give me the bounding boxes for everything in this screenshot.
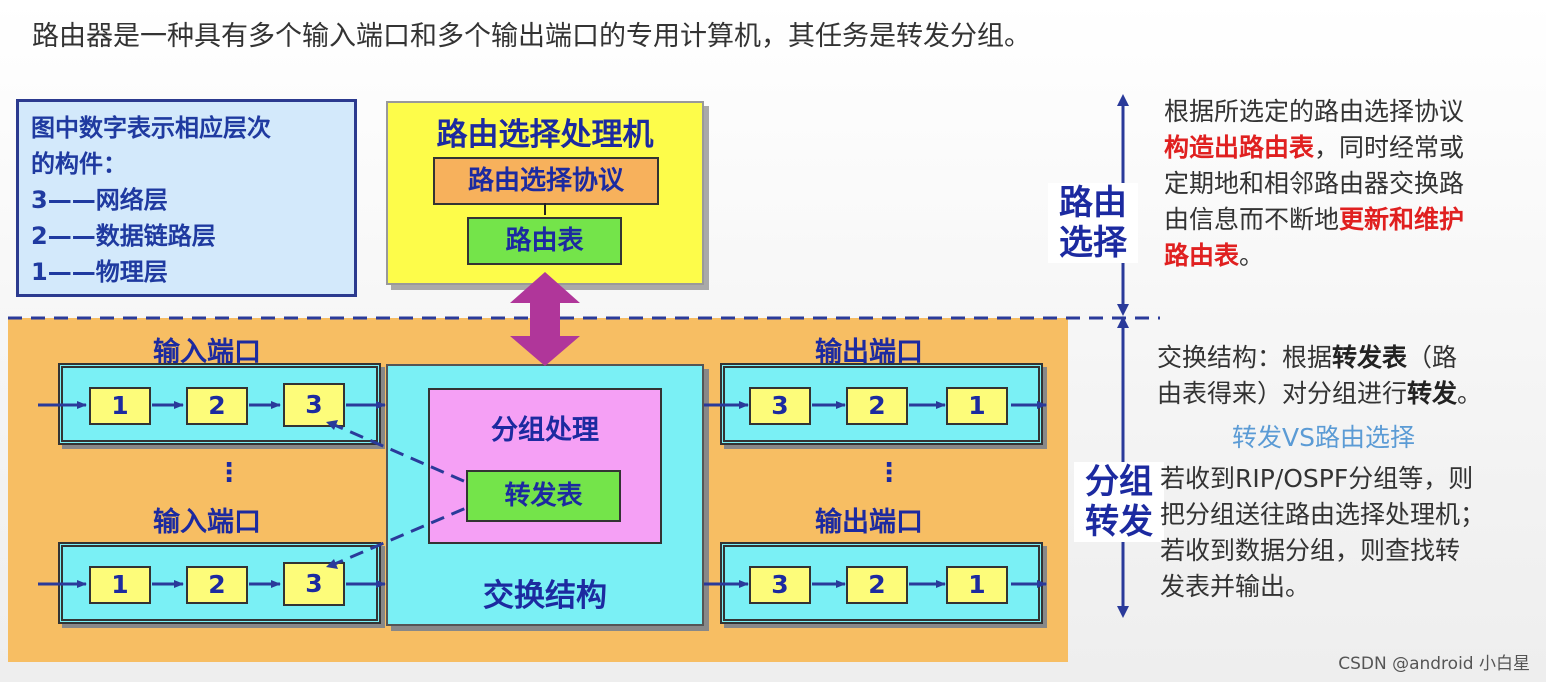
legend-line: 2——数据链路层 xyxy=(31,222,216,250)
layer-cell: 2 xyxy=(846,566,908,604)
routing-side-label-line: 选择 xyxy=(1059,223,1127,263)
bidirectional-arrow-icon xyxy=(510,272,580,366)
desc-highlight: 更新和维护 xyxy=(1339,205,1465,234)
desc-text: 。 xyxy=(1457,379,1483,408)
output-port-label: 输出端口 xyxy=(815,507,923,538)
output-port-bottom: 3 2 1 xyxy=(720,542,1043,624)
forwarding-vs-routing-label: 转发VS路由选择 xyxy=(1232,423,1415,452)
desc-text: 交换结构：根据 xyxy=(1157,343,1333,372)
desc-line: 若收到RIP/OSPF分组等，则 xyxy=(1160,464,1474,493)
routing-processor: 路由选择处理机 路由选择协议 路由表 xyxy=(386,101,704,285)
desc-line: 若收到数据分组，则查找转 xyxy=(1160,536,1461,565)
switch-fabric: 分组处理 转发表 交换结构 xyxy=(386,364,704,626)
desc-line: 发表并输出。 xyxy=(1160,572,1311,601)
legend-line: 3——网络层 xyxy=(31,186,168,214)
forwarding-table-box: 转发表 xyxy=(466,470,621,522)
input-port-label: 输入端口 xyxy=(153,337,261,368)
layer-cell: 3 xyxy=(283,383,345,427)
routing-table-box: 路由表 xyxy=(467,217,622,265)
layer-cell: 2 xyxy=(186,387,248,425)
desc-line: 由表得来）对分组进行转发。 xyxy=(1157,376,1537,412)
input-port-label: 输入端口 xyxy=(153,507,261,538)
lookup-dashed-line xyxy=(329,506,467,568)
desc-text: ，同时经常或 xyxy=(1314,133,1465,162)
lookup-arrowhead-icon xyxy=(326,420,338,430)
legend-line: 图中数字表示相应层次 xyxy=(31,114,271,142)
packet-processing-box: 分组处理 转发表 xyxy=(428,388,662,544)
ellipsis-icon: ⋮ xyxy=(876,458,902,488)
layer-cell: 1 xyxy=(89,387,151,425)
lookup-dashed-line xyxy=(329,421,467,484)
ellipsis-icon: ⋮ xyxy=(216,458,242,488)
input-port-top: 1 2 3 xyxy=(58,363,381,445)
layer-cell: 1 xyxy=(89,566,151,604)
lookup-arrowhead-icon xyxy=(326,559,338,569)
routing-processor-title: 路由选择处理机 xyxy=(436,117,654,153)
layer-cell: 1 xyxy=(946,566,1008,604)
forwarding-side-label-line: 分组 xyxy=(1085,462,1153,502)
desc-text: 由表得来）对分组进行 xyxy=(1157,379,1408,408)
routing-side-label-line: 路由 xyxy=(1059,183,1127,223)
desc-text: （路 xyxy=(1407,343,1458,372)
legend-line: 的构件： xyxy=(31,150,127,178)
desc-highlight: 路由表 xyxy=(1164,241,1240,270)
layer-cell: 1 xyxy=(946,387,1008,425)
layer-cell: 3 xyxy=(283,562,345,606)
desc-bold: 转发 xyxy=(1407,379,1458,408)
layer-cell: 3 xyxy=(749,387,811,425)
watermark: CSDN @android 小白星 xyxy=(1338,654,1530,674)
desc-line: 交换结构：根据转发表（路 xyxy=(1157,340,1537,376)
legend-box: 图中数字表示相应层次 的构件： 3——网络层 2——数据链路层 1——物理层 xyxy=(16,99,357,297)
desc-highlight: 构造出路由表 xyxy=(1164,133,1315,162)
page-title: 路由器是一种具有多个输入端口和多个输出端口的专用计算机，其任务是转发分组。 xyxy=(32,21,1031,52)
forwarding-rules: 若收到RIP/OSPF分组等，则 把分组送往路由选择处理机； 若收到数据分组，则… xyxy=(1160,461,1540,605)
input-port-bottom: 1 2 3 xyxy=(58,542,381,624)
desc-line: 根据所选定的路由选择协议 xyxy=(1164,97,1465,126)
output-port-label: 输出端口 xyxy=(815,337,923,368)
desc-line: 构造出路由表，同时经常或 xyxy=(1164,130,1534,166)
desc-line: 定期地和相邻路由器交换路 xyxy=(1164,169,1465,198)
forwarding-side-label-line: 转发 xyxy=(1085,502,1153,542)
forwarding-description: 交换结构：根据转发表（路 由表得来）对分组进行转发。 xyxy=(1157,340,1537,412)
desc-line: 由信息而不断地更新和维护 xyxy=(1164,202,1534,238)
packet-processing-title: 分组处理 xyxy=(491,415,599,446)
desc-text: 由信息而不断地 xyxy=(1164,205,1340,234)
desc-line: 把分组送往路由选择处理机； xyxy=(1160,500,1486,529)
layer-cell: 2 xyxy=(846,387,908,425)
legend-line: 1——物理层 xyxy=(31,258,168,286)
routing-side-label: 路由 选择 xyxy=(1048,183,1138,263)
desc-text: 。 xyxy=(1239,241,1265,270)
desc-line: 路由表。 xyxy=(1164,238,1534,274)
switch-fabric-title: 交换结构 xyxy=(483,578,607,614)
forwarding-side-label: 分组 转发 xyxy=(1074,462,1164,542)
desc-bold: 转发表 xyxy=(1332,343,1408,372)
routing-description: 根据所选定的路由选择协议 构造出路由表，同时经常或 定期地和相邻路由器交换路 由… xyxy=(1164,94,1534,274)
output-port-top: 3 2 1 xyxy=(720,363,1043,445)
layer-cell: 3 xyxy=(749,566,811,604)
layer-cell: 2 xyxy=(186,566,248,604)
